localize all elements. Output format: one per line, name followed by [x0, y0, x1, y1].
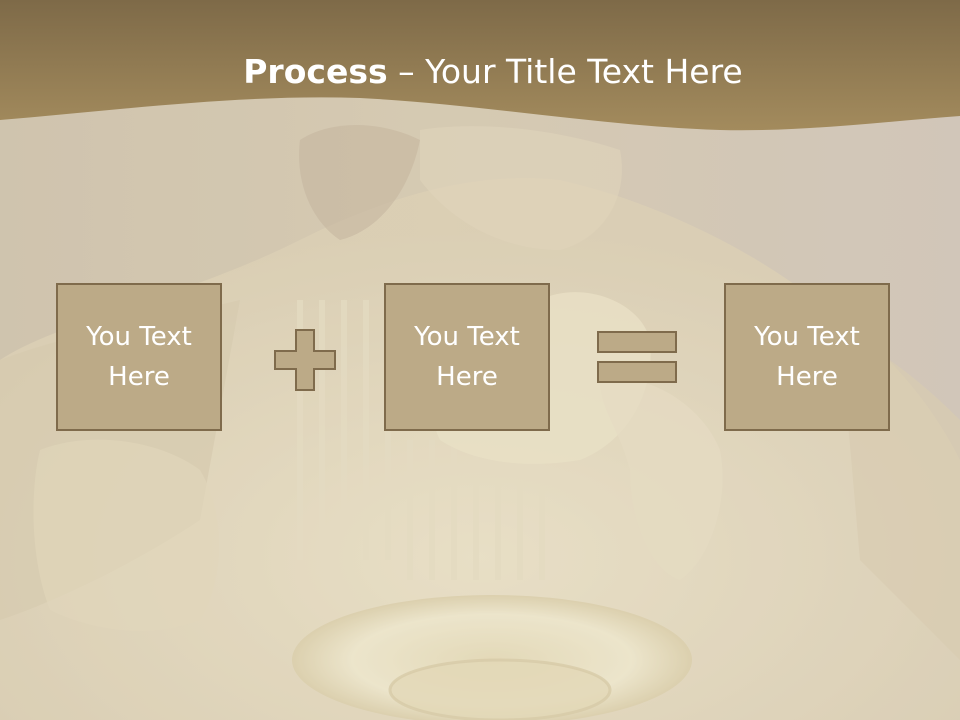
title-rest: – Your Title Text Here [387, 52, 743, 91]
text-box-1-line2: Here [108, 362, 170, 392]
text-box-3[interactable]: You Text Here [724, 283, 890, 431]
text-box-1[interactable]: You Text Here [56, 283, 222, 431]
text-box-1-text: You Text Here [58, 317, 220, 397]
text-box-1-line1: You Text [86, 322, 192, 352]
text-box-3-line1: You Text [754, 322, 860, 352]
equals-icon [597, 331, 677, 383]
title-bold: Process [243, 52, 388, 91]
text-box-2[interactable]: You Text Here [384, 283, 550, 431]
text-box-3-line2: Here [776, 362, 838, 392]
page-title: Process – Your Title Text Here [0, 52, 960, 91]
plus-icon [274, 329, 336, 391]
text-box-2-line2: Here [436, 362, 498, 392]
text-box-3-text: You Text Here [726, 317, 888, 397]
title-band [0, 0, 960, 131]
text-box-2-line1: You Text [414, 322, 520, 352]
text-box-2-text: You Text Here [386, 317, 548, 397]
